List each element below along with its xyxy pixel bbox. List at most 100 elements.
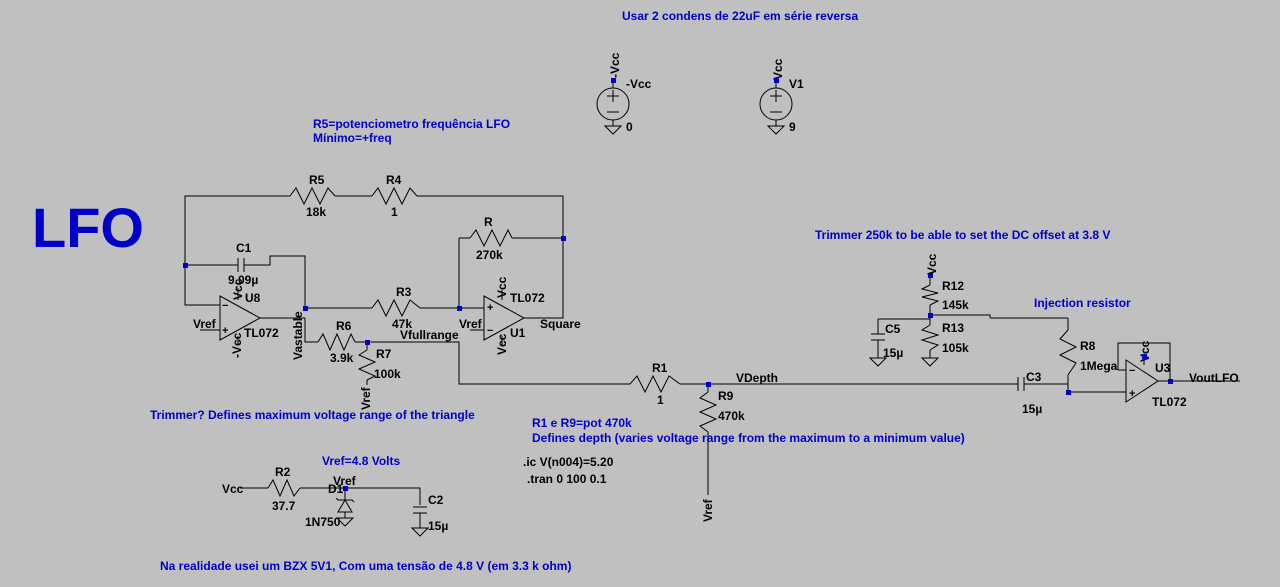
source-neg-name: -Vcc xyxy=(626,77,652,91)
capacitor-c1: C1 9.09µ xyxy=(228,241,258,287)
opamp-u8: − + Vcc -Vcc U8 TL072 Vref xyxy=(193,278,279,358)
r-name: R xyxy=(484,215,493,229)
r9-name: R9 xyxy=(718,389,734,403)
svg-text:−: − xyxy=(487,325,493,337)
net-vfullrange: Vfullrange xyxy=(400,328,459,342)
note-pot-line2: Mínimo=+freq xyxy=(313,131,392,145)
note-trimmer-offset: Trimmer 250k to be able to set the DC of… xyxy=(815,228,1110,242)
r13-value: 105k xyxy=(942,341,969,355)
source-pos-name: V1 xyxy=(789,77,804,91)
net-vastable: Vastable xyxy=(291,311,305,360)
u1-vcc: Vcc xyxy=(495,276,509,298)
c1-name: C1 xyxy=(236,241,252,255)
d1-value: 1N750 xyxy=(305,515,341,529)
r8-value: 1Mega xyxy=(1080,359,1118,373)
resistor-r13: R13 105k xyxy=(920,321,969,355)
net-square: Square xyxy=(540,317,581,331)
ground-r13 xyxy=(920,357,940,367)
source-neg-value: 0 xyxy=(626,120,633,134)
c1-value: 9.09µ xyxy=(228,273,258,287)
resistor-r: R 270k xyxy=(469,215,513,262)
c2-name: C2 xyxy=(428,493,444,507)
c5-value: 15µ xyxy=(883,346,903,360)
spice-ic: .ic V(n004)=5.20 xyxy=(523,455,614,469)
zener-d1: D1 1N750 Vref xyxy=(305,474,357,529)
r7-name: R7 xyxy=(376,347,392,361)
c3-name: C3 xyxy=(1026,370,1042,384)
spice-tran: .tran 0 100 0.1 xyxy=(527,472,607,486)
svg-text:−: − xyxy=(1129,365,1135,377)
source-neg-net: -Vcc xyxy=(608,52,622,78)
note-pot-depth2: Defines depth (varies voltage range from… xyxy=(532,431,965,445)
resistor-r5: R5 18k xyxy=(289,173,336,219)
u8-vref: Vref xyxy=(193,317,217,331)
u1-value: TL072 xyxy=(510,291,545,305)
source-neg: -Vcc -Vcc 0 xyxy=(596,52,652,135)
r12-name: R12 xyxy=(942,279,964,293)
note-trimmer-range: Trimmer? Defines maximum voltage range o… xyxy=(150,408,475,422)
net-vdepth: VDepth xyxy=(736,371,778,385)
u3-vcc: Vcc xyxy=(1138,340,1152,362)
net-voutlfo: VoutLFO xyxy=(1189,371,1239,385)
r4-value: 1 xyxy=(391,205,398,219)
resistor-r6: R6 3.9k xyxy=(317,319,356,365)
u8-vee: -Vcc xyxy=(230,332,244,358)
note-pot-line1: R5=potenciometro frequência LFO xyxy=(313,117,510,131)
opamp-u3: − + Vcc U3 TL072 xyxy=(1125,340,1187,409)
source-pos-net: Vcc xyxy=(771,58,785,80)
source-pos: Vcc V1 9 xyxy=(759,58,804,135)
net-vcc-r12: Vcc xyxy=(925,253,939,275)
junctions xyxy=(183,78,1173,491)
u3-name: U3 xyxy=(1155,361,1171,375)
r7-value: 100k xyxy=(374,367,401,381)
resistor-r8: R8 1Mega xyxy=(1058,329,1118,376)
c5-name: C5 xyxy=(885,322,901,336)
net-vref-r7: Vref xyxy=(359,386,373,410)
d1-name: D1 xyxy=(328,482,344,496)
u1-vee: Vcc xyxy=(495,333,509,355)
resistor-r12: R12 145k xyxy=(920,279,969,312)
r3-name: R3 xyxy=(396,285,412,299)
capacitor-c5: C5 15µ xyxy=(868,322,903,367)
ground-d1 xyxy=(335,517,355,527)
r6-value: 3.9k xyxy=(330,351,354,365)
note-injection: Injection resistor xyxy=(1034,296,1131,310)
r9-value: 470k xyxy=(718,409,745,423)
u8-name: U8 xyxy=(245,291,261,305)
r2-value: 37.7 xyxy=(272,499,296,513)
u8-vcc: Vcc xyxy=(231,278,245,300)
u1-name: U1 xyxy=(510,326,526,340)
net-vcc-r2: Vcc xyxy=(222,482,244,496)
capacitor-c2: C2 15µ xyxy=(410,493,448,537)
c3-value: 15µ xyxy=(1022,402,1042,416)
svg-text:+: + xyxy=(487,302,493,314)
resistor-r4: R4 1 xyxy=(371,173,418,219)
r2-name: R2 xyxy=(275,465,291,479)
capacitor-c3: C3 15µ xyxy=(1010,370,1042,416)
d1-vref: Vref xyxy=(333,474,357,488)
u8-value: TL072 xyxy=(244,326,279,340)
svg-text:+: + xyxy=(1129,388,1135,400)
u1-vref: Vref xyxy=(459,317,483,331)
r4-name: R4 xyxy=(386,173,402,187)
svg-text:−: − xyxy=(222,300,228,312)
r5-name: R5 xyxy=(309,173,325,187)
resistor-r2: R2 37.7 xyxy=(267,465,301,513)
resistor-r7: R7 100k xyxy=(357,347,401,381)
r13-name: R13 xyxy=(942,321,964,335)
note-reality: Na realidade usei um BZX 5V1, Com uma te… xyxy=(160,559,571,573)
resistor-r1: R1 1 xyxy=(629,361,681,407)
r8-name: R8 xyxy=(1080,339,1096,353)
r1-value: 1 xyxy=(657,393,664,407)
r3-value: 47k xyxy=(392,317,412,331)
note-pot-depth1: R1 e R9=pot 470k xyxy=(532,416,632,430)
r12-value: 145k xyxy=(942,298,969,312)
source-pos-value: 9 xyxy=(789,120,796,134)
svg-text:+: + xyxy=(222,325,228,337)
opamp-u1: + − Vcc Vcc TL072 U1 Vref xyxy=(459,276,545,355)
u3-value: TL072 xyxy=(1152,395,1187,409)
title-lfo: LFO xyxy=(32,196,144,259)
note-vref: Vref=4.8 Volts xyxy=(322,454,400,468)
note-series-caps: Usar 2 condens de 22uF em série reversa xyxy=(622,9,858,23)
c2-value: 15µ xyxy=(428,519,448,533)
